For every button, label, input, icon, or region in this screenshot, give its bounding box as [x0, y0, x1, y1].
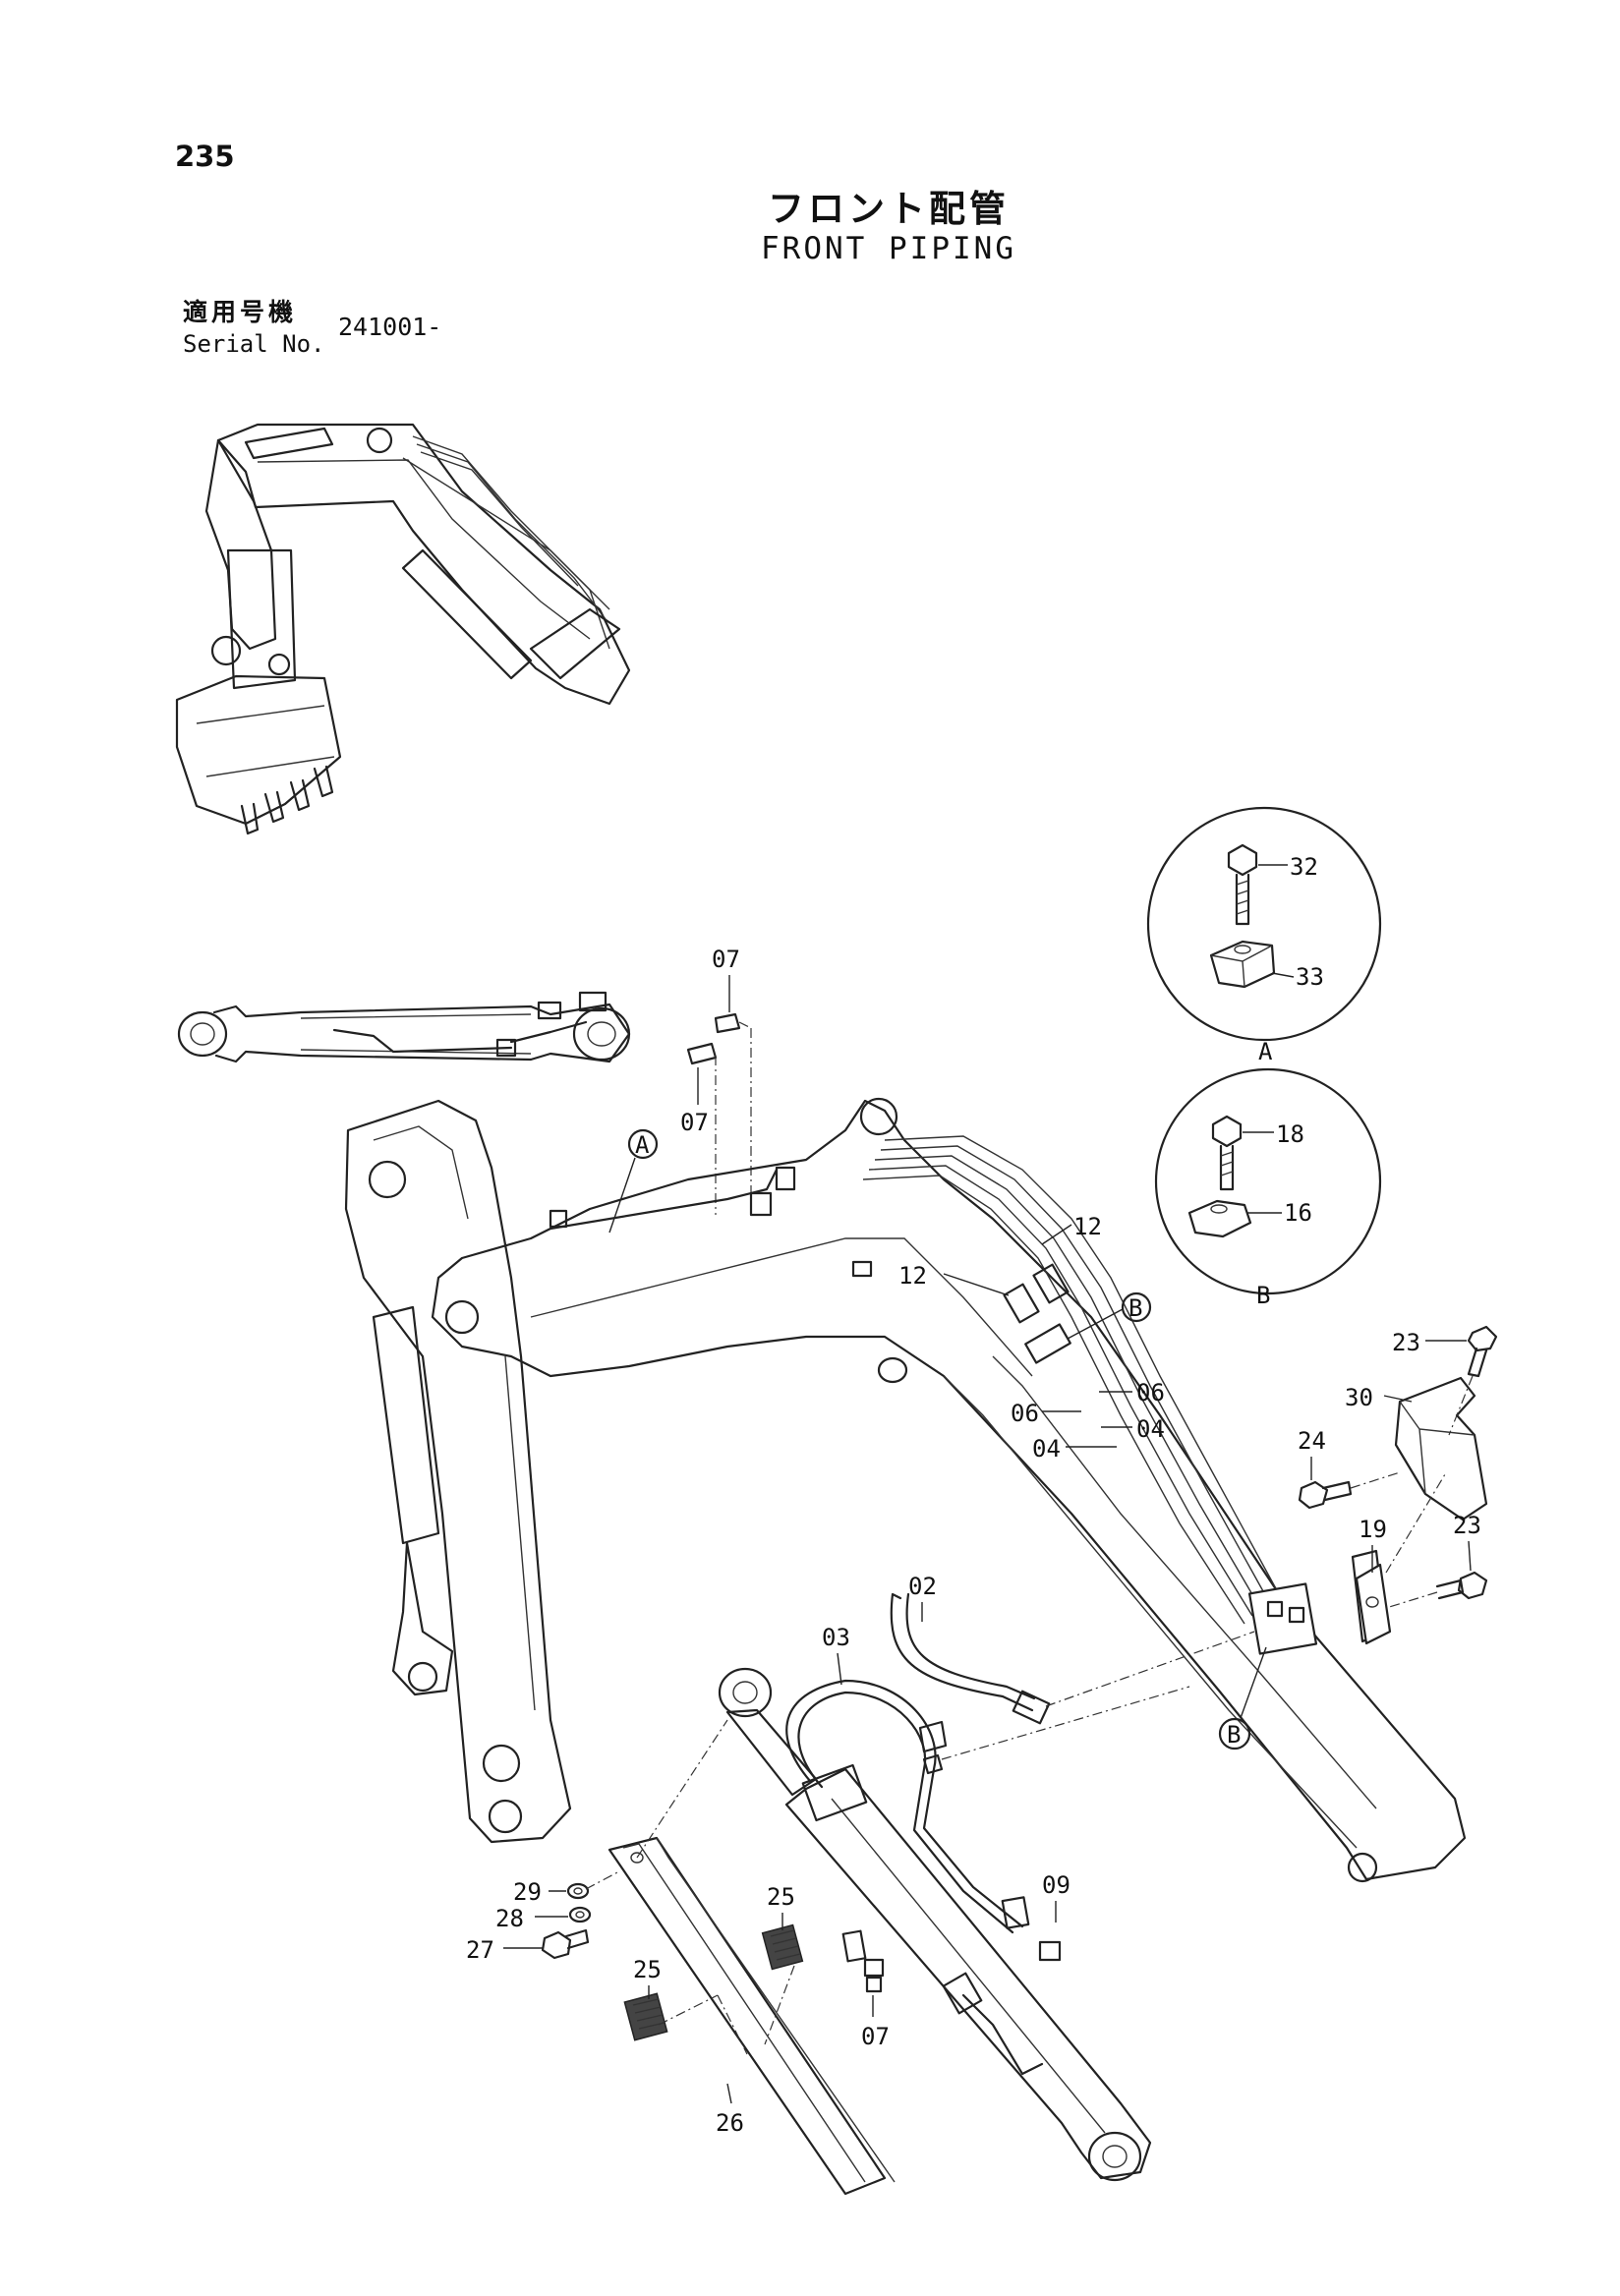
- part-number-23-middle: 23: [1453, 1512, 1481, 1539]
- part-number-07-top: 07: [712, 946, 740, 973]
- part-number-19: 19: [1359, 1516, 1387, 1543]
- overview-front-attachment-illustration: [175, 423, 631, 835]
- part-number-06-right: 06: [1136, 1379, 1165, 1406]
- part-number-04-right: 04: [1136, 1415, 1165, 1443]
- cylinder-guard: [608, 1719, 896, 2196]
- part-number-28: 28: [495, 1905, 524, 1932]
- part-number-09: 09: [1042, 1871, 1070, 1899]
- serial-number-range: 241001-: [338, 313, 442, 341]
- reference-a-marker: A: [608, 1128, 659, 1234]
- part-number-07-bottom: 07: [861, 2023, 890, 2050]
- part-number-03: 03: [822, 1624, 850, 1651]
- reference-a-letter: A: [635, 1131, 650, 1159]
- part-number-25-right: 25: [767, 1883, 795, 1911]
- detail-b-part-18: 18: [1276, 1120, 1304, 1148]
- reference-b-upper-marker: B: [1067, 1292, 1152, 1340]
- detail-a-part-33: 33: [1296, 963, 1324, 991]
- part-number-27: 27: [466, 1936, 494, 1964]
- part-number-26: 26: [716, 2109, 744, 2137]
- part-number-24: 24: [1298, 1427, 1326, 1455]
- part-number-12-right: 12: [1073, 1213, 1102, 1240]
- part-number-07-middle: 07: [680, 1109, 709, 1136]
- detail-b-callout: 18 16 B: [1154, 1067, 1382, 1309]
- reference-b-lower-marker: B: [1218, 1646, 1267, 1751]
- detail-b-letter: B: [1256, 1282, 1270, 1309]
- swing-cylinder-assembly: [177, 991, 752, 1219]
- serial-label-japanese: 適用号機: [183, 298, 298, 326]
- part-number-30: 30: [1345, 1384, 1373, 1411]
- part-number-23-top: 23: [1392, 1329, 1420, 1356]
- reference-b-upper-letter: B: [1128, 1294, 1142, 1322]
- part-number-25-left: 25: [633, 1956, 662, 1983]
- detail-a-callout: 32 33 A: [1146, 806, 1382, 1065]
- part-number-04-left: 04: [1032, 1435, 1061, 1463]
- detail-a-part-32: 32: [1290, 853, 1318, 881]
- page-title-english: FRONT PIPING: [761, 231, 1016, 266]
- part-number-29: 29: [513, 1878, 542, 1906]
- part-number-12-left: 12: [898, 1262, 927, 1290]
- detail-a-letter: A: [1258, 1038, 1273, 1065]
- page-title-japanese: フロント配管: [768, 188, 1010, 230]
- page-number: 235: [175, 140, 235, 173]
- boom-structure: [344, 1097, 1467, 1883]
- bucket-cylinder: [718, 1667, 1152, 2182]
- part-number-02: 02: [908, 1573, 937, 1600]
- reference-b-lower-letter: B: [1227, 1721, 1241, 1749]
- serial-label-english: Serial No.: [183, 330, 325, 358]
- detail-b-part-16: 16: [1284, 1199, 1312, 1227]
- bucket-cylinder-hoses: [785, 1592, 1255, 1962]
- part-number-06-left: 06: [1011, 1400, 1039, 1427]
- cover-and-bracket-parts: [1298, 1325, 1498, 1645]
- bolt-and-washers: [541, 1870, 620, 1960]
